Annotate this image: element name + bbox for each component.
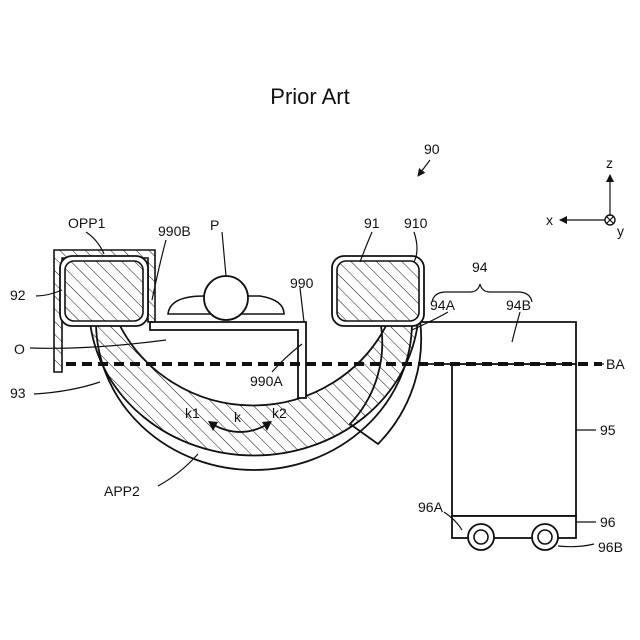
label-95: 95 bbox=[600, 422, 616, 438]
label-990b: 990B bbox=[158, 223, 191, 239]
wheel-96a bbox=[468, 524, 494, 550]
arm-94 bbox=[408, 322, 576, 364]
label-94: 94 bbox=[472, 259, 488, 275]
label-990: 990 bbox=[290, 275, 314, 291]
source-91 bbox=[337, 261, 419, 321]
coordinate-axes: z x y bbox=[546, 155, 624, 239]
label-app2: APP2 bbox=[104, 483, 140, 499]
figure-title: Prior Art bbox=[270, 84, 349, 109]
label-ba: BA bbox=[606, 356, 625, 372]
ref-90-arrow bbox=[418, 160, 430, 176]
label-92: 92 bbox=[10, 287, 26, 303]
label-90: 90 bbox=[424, 141, 440, 157]
label-k2: k2 bbox=[272, 405, 287, 421]
wheel-96b bbox=[532, 524, 558, 550]
axis-y-label: y bbox=[617, 223, 624, 239]
label-94b: 94B bbox=[506, 297, 531, 313]
label-96: 96 bbox=[600, 514, 616, 530]
support-column-95 bbox=[452, 364, 576, 516]
label-910: 910 bbox=[404, 215, 428, 231]
label-94a: 94A bbox=[430, 297, 456, 313]
label-o: O bbox=[14, 341, 25, 357]
detector-92 bbox=[65, 261, 143, 321]
patient-p bbox=[168, 276, 284, 320]
label-91: 91 bbox=[364, 215, 380, 231]
axis-z-label: z bbox=[606, 155, 613, 171]
label-k: k bbox=[234, 409, 242, 425]
label-96a: 96A bbox=[418, 499, 444, 515]
label-93: 93 bbox=[10, 385, 26, 401]
axis-x-label: x bbox=[546, 212, 553, 228]
label-990a: 990A bbox=[250, 373, 283, 389]
label-opp1: OPP1 bbox=[68, 215, 106, 231]
label-k1: k1 bbox=[185, 405, 200, 421]
label-96b: 96B bbox=[598, 539, 623, 555]
label-p: P bbox=[210, 217, 219, 233]
